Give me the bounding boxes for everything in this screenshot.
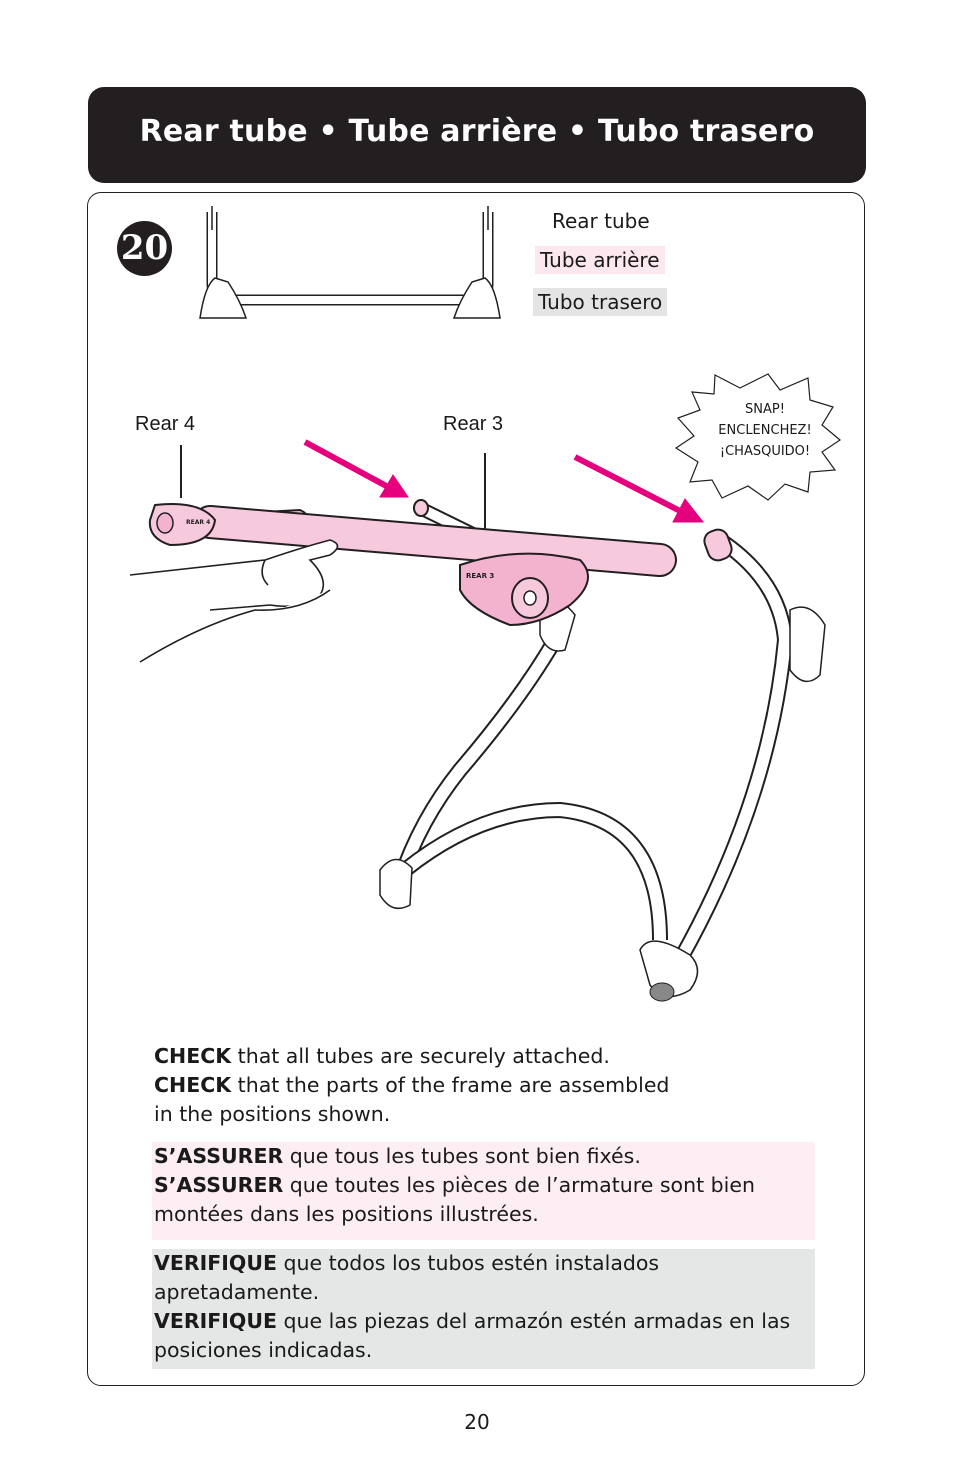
keyword-check-1: CHECK <box>154 1044 232 1068</box>
keyword-sassurer-1: S’ASSURER <box>154 1144 284 1168</box>
instruction-en-2b: in the positions shown. <box>154 1102 391 1126</box>
part-label-english: Rear tube <box>552 209 650 233</box>
snap-line-fr: ENCLENCHEZ! <box>718 423 812 438</box>
instruction-es-2: que las piezas del armazón estén armadas… <box>277 1309 791 1333</box>
rear4-tag: REAR 4 <box>186 519 210 526</box>
step-frame <box>87 192 865 1386</box>
keyword-check-2: CHECK <box>154 1073 232 1097</box>
header-banner: Rear tube • Tube arrière • Tubo trasero <box>88 87 866 183</box>
page-number: 20 <box>464 1410 490 1434</box>
instruction-fr-1: que tous les tubes sont bien fixés. <box>283 1144 641 1168</box>
instruction-es-1b: apretadamente. <box>154 1280 320 1304</box>
pink-arrow-rear-tube <box>303 439 409 498</box>
instructions-english: CHECK that all tubes are securely attach… <box>152 1042 815 1129</box>
hand-illustration <box>129 539 339 663</box>
instruction-en-1: that all tubes are securely attached. <box>231 1044 610 1068</box>
instruction-fr-2: que toutes les pièces de l’armature sont… <box>283 1173 755 1197</box>
instructions-french: S’ASSURER que tous les tubes sont bien f… <box>152 1142 815 1240</box>
instruction-es-1: que todos los tubos estén instalados <box>277 1251 660 1275</box>
rear3-tag: REAR 3 <box>466 572 494 580</box>
pink-arrow-right-tube <box>573 454 705 523</box>
part-label-french: Tube arrière <box>535 246 665 274</box>
callout-rear-3: Rear 3 <box>443 413 504 435</box>
snap-starburst <box>674 373 842 501</box>
snap-callout-text: SNAP! ENCLENCHEZ! ¡CHASQUIDO! <box>690 399 840 462</box>
main-rear-tube <box>148 503 677 627</box>
instruction-fr-2b: montées dans les positions illustrées. <box>154 1202 539 1226</box>
right-frame <box>379 533 826 1002</box>
callout-rear-4: Rear 4 <box>135 413 196 435</box>
part-label-spanish: Tubo trasero <box>533 288 668 316</box>
keyword-verifique-1: VERIFIQUE <box>154 1251 277 1275</box>
rear-tube-thumbnail <box>199 206 501 319</box>
snap-line-es: ¡CHASQUIDO! <box>719 444 811 459</box>
instruction-en-2: that the parts of the frame are assemble… <box>231 1073 670 1097</box>
page-title: Rear tube • Tube arrière • Tubo trasero <box>139 114 815 149</box>
keyword-verifique-2: VERIFIQUE <box>154 1309 277 1333</box>
step-number-badge: 20 <box>117 221 172 276</box>
instruction-es-2b: posiciones indicadas. <box>154 1338 373 1362</box>
keyword-sassurer-2: S’ASSURER <box>154 1173 284 1197</box>
right-tube-end <box>703 528 733 562</box>
snap-line-en: SNAP! <box>745 402 785 417</box>
instructions-spanish: VERIFIQUE que todos los tubos estén inst… <box>152 1249 815 1369</box>
